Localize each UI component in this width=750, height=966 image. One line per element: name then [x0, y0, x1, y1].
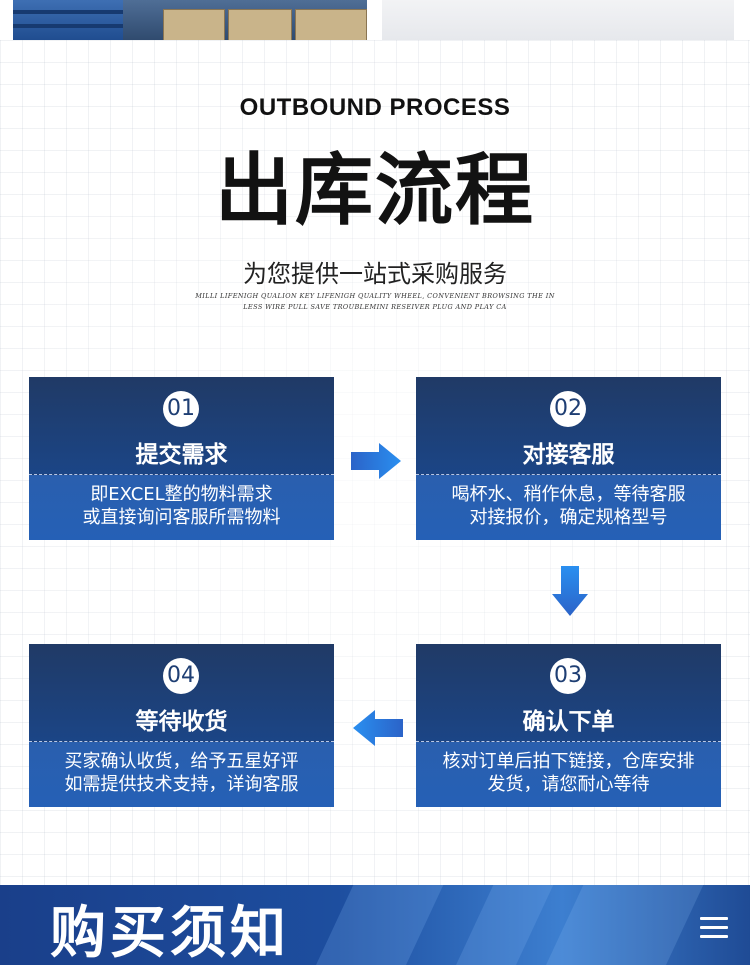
footer-title: 购买须知 [50, 901, 290, 966]
step-description: 买家确认收货，给予五星好评 如需提供技术支持，详询客服 [29, 750, 334, 796]
step-description-line: 核对订单后拍下链接，仓库安排 [442, 751, 695, 772]
arrow-right-icon [351, 443, 401, 479]
fineprint-line: MILLI LIFENIGH QUALION KEY LIFENIGH QUAL… [195, 292, 555, 300]
section-heading-en: OUTBOUND PROCESS [239, 94, 511, 121]
step-number: 01 [163, 391, 199, 427]
step-description: 核对订单后拍下链接，仓库安排 发货，请您耐心等待 [416, 750, 721, 796]
step-title: 等待收货 [135, 709, 228, 735]
step-description-line: 对接报价，确定规格型号 [469, 507, 668, 528]
carton-image [228, 9, 292, 41]
step-description-line: 即EXCEL整的物料需求 [90, 484, 273, 505]
step-description-line: 喝杯水、稍作休息，等待客服 [451, 484, 686, 505]
step-description: 喝杯水、稍作休息，等待客服 对接报价，确定规格型号 [416, 483, 721, 529]
step-number: 04 [163, 658, 199, 694]
dashed-divider [416, 741, 721, 742]
step-card-03: 03 确认下单 核对订单后拍下链接，仓库安排 发货，请您耐心等待 [416, 644, 721, 807]
warehouse-photo [13, 0, 367, 41]
dashed-divider [29, 474, 334, 475]
fineprint-line: LESS WIRE PULL SAVE TROUBLEMINI RESEIVER… [243, 303, 507, 311]
dashed-divider [416, 474, 721, 475]
menu-icon[interactable] [700, 917, 728, 939]
step-card-04: 04 等待收货 买家确认收货，给予五星好评 如需提供技术支持，详询客服 [29, 644, 334, 807]
step-description-line: 买家确认收货，给予五星好评 [64, 751, 299, 772]
step-number: 02 [550, 391, 586, 427]
carton-image [163, 9, 225, 41]
step-title: 确认下单 [522, 709, 615, 735]
dashed-divider [29, 741, 334, 742]
step-card-02: 02 对接客服 喝杯水、稍作休息，等待客服 对接报价，确定规格型号 [416, 377, 721, 540]
step-description-line: 或直接询问客服所需物料 [82, 507, 281, 528]
arrow-left-icon [353, 710, 403, 746]
product-photo [382, 0, 734, 41]
step-description-line: 如需提供技术支持，详询客服 [64, 774, 299, 795]
step-title: 对接客服 [522, 442, 615, 468]
footer-banner [0, 885, 750, 965]
section-heading-cn: 出库流程 [214, 146, 535, 236]
section-subtitle: 为您提供一站式采购服务 [243, 260, 507, 288]
step-title: 提交需求 [135, 442, 228, 468]
step-description: 即EXCEL整的物料需求 或直接询问客服所需物料 [29, 483, 334, 529]
step-description-line: 发货，请您耐心等待 [487, 774, 650, 795]
step-card-01: 01 提交需求 即EXCEL整的物料需求 或直接询问客服所需物料 [29, 377, 334, 540]
step-number: 03 [550, 658, 586, 694]
carton-image [295, 9, 367, 41]
arrow-down-icon [552, 566, 588, 616]
pallet-image [13, 0, 123, 41]
